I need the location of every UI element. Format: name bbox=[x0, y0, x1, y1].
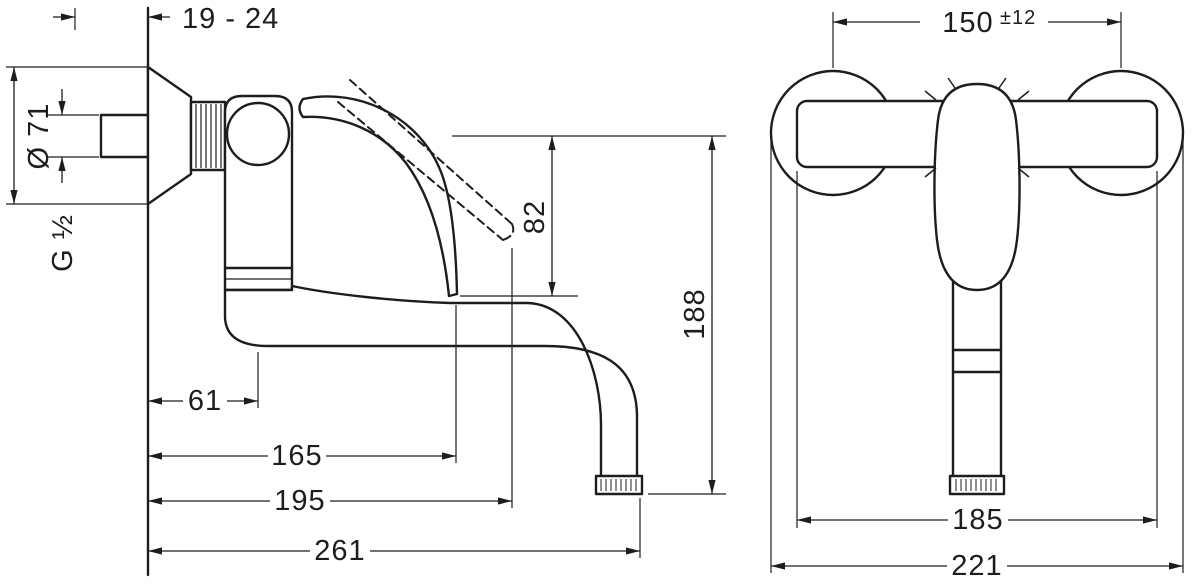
side-view: 19 - 24 Ø 71 G ½ 82 188 bbox=[6, 3, 726, 577]
dim-connection-tolerance-label: ±12 bbox=[1000, 7, 1036, 29]
dim-lever-drop-label: 82 bbox=[519, 200, 551, 234]
dim-thread: G ½ bbox=[46, 89, 99, 272]
dim-overall-width-label: 221 bbox=[951, 550, 1002, 582]
dim-thread-label: G ½ bbox=[47, 214, 79, 272]
dim-spout-axis: 61 bbox=[148, 352, 259, 417]
spout-column bbox=[951, 266, 1003, 480]
knurled-nut bbox=[189, 100, 227, 172]
dim-protrusion: 19 - 24 bbox=[53, 3, 279, 35]
dim-lever-drop: 82 bbox=[452, 135, 726, 297]
dim-flange-diameter: Ø 71 bbox=[6, 66, 148, 205]
dim-connection-width: 185 bbox=[796, 171, 1158, 536]
supply-pipe bbox=[99, 113, 150, 159]
aerator-front bbox=[948, 474, 1006, 496]
dim-lever-open-reach-label: 195 bbox=[274, 485, 325, 517]
dim-outlet-depth-label: 188 bbox=[679, 288, 711, 339]
front-view: 150 ±12 185 221 bbox=[769, 7, 1185, 582]
dim-spout-reach: 261 bbox=[148, 498, 641, 567]
pivot-ball bbox=[225, 101, 291, 167]
dim-connection-width-label: 185 bbox=[952, 504, 1003, 536]
mounting-flange bbox=[146, 65, 193, 206]
dim-lever-reach-label: 165 bbox=[271, 440, 322, 472]
aerator bbox=[594, 474, 644, 496]
handle-lever bbox=[298, 95, 459, 298]
dim-spout-reach-label: 261 bbox=[314, 535, 365, 567]
dim-outlet-depth: 188 bbox=[648, 136, 726, 495]
dim-flange-diameter-label: Ø 71 bbox=[23, 103, 55, 170]
dim-protrusion-label: 19 - 24 bbox=[182, 3, 279, 35]
dim-lever-open-reach: 195 bbox=[148, 248, 513, 517]
handle-grip-ticks bbox=[924, 77, 1030, 178]
dim-overall-width: 221 bbox=[770, 140, 1184, 582]
dim-connection-centers: 150 ±12 bbox=[832, 7, 1122, 68]
handle-front bbox=[933, 82, 1021, 292]
dim-spout-axis-label: 61 bbox=[188, 385, 222, 417]
dim-lever-reach: 165 bbox=[148, 305, 457, 472]
handle-lever-open-dashed bbox=[337, 79, 515, 241]
swivel-spout bbox=[223, 284, 639, 480]
dim-connection-centers-label: 150 bbox=[942, 7, 993, 39]
